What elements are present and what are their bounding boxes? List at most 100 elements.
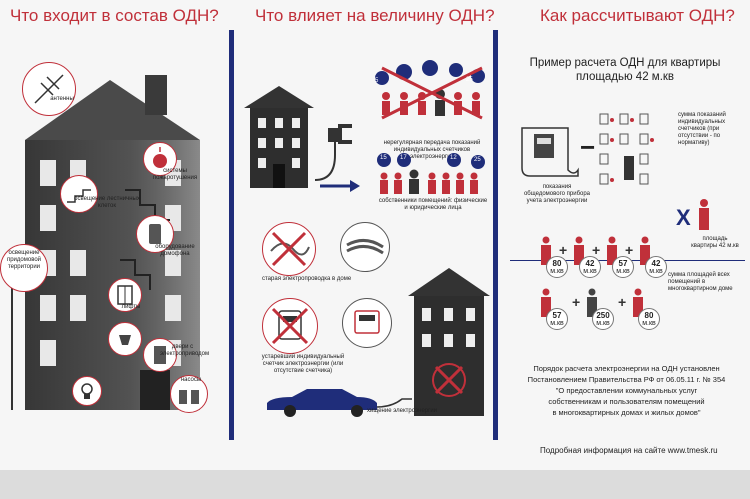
total-area-label: сумма площадей всех помещений в многоква… — [668, 272, 733, 292]
bubble-number-2: 15 — [380, 155, 387, 161]
antenna-icon — [34, 74, 64, 104]
antenna-label: антенны — [50, 96, 74, 102]
divider-left — [229, 30, 234, 440]
arrow-icon — [320, 180, 360, 192]
old-meter-label: устаревший индивидуальный счетчик электр… — [261, 354, 345, 374]
area-value: 250 — [596, 311, 610, 320]
old-wiring-label: старая электропроводка в доме — [262, 276, 352, 282]
irregular-reporting-label: нерегулярная передача показаний индивиду… — [383, 140, 481, 160]
old-meter-circle — [262, 298, 318, 354]
area-unit: м.кв — [616, 268, 630, 275]
area-value: 57 — [618, 259, 628, 268]
pumps-circle — [170, 375, 208, 413]
law-line-1: Порядок расчета электроэнергии на ОДН ус… — [533, 364, 720, 373]
owner-person-icon — [541, 288, 551, 317]
plus-sign: + — [572, 294, 581, 310]
fire-system-circle — [143, 142, 177, 176]
heading-factors: Что влияет на величину ОДН? — [255, 6, 495, 25]
area-value: 57 — [552, 311, 562, 320]
intercom-icon — [149, 224, 161, 244]
minus-sign: − — [580, 132, 596, 162]
pumps-label: насосы — [180, 377, 202, 383]
bulb-icon — [81, 383, 93, 399]
theft-building-illustration — [408, 268, 490, 416]
plus-sign: + — [592, 242, 601, 258]
owners-label: собственники помещений: физические и юри… — [378, 198, 488, 211]
new-meter-circle — [342, 298, 392, 348]
area-value: 80 — [644, 311, 654, 320]
owners-group-illustration — [377, 153, 485, 194]
law-line-2: Постановлением Правительства РФ от 06.05… — [527, 374, 726, 384]
intercom-circle — [136, 215, 174, 253]
area-value: 80 — [552, 259, 562, 268]
bubble-number-1: 25 — [466, 77, 473, 83]
divider-right — [493, 30, 498, 440]
example-title: Пример расчета ОДН для квартиры площадью… — [529, 57, 721, 84]
meter-icon — [271, 307, 309, 345]
area-value: 42 — [651, 259, 661, 268]
plus-sign: + — [618, 294, 627, 310]
area-unit: м.кв — [550, 320, 564, 327]
owner-person-icon — [607, 236, 617, 265]
area-unit: м.кв — [596, 320, 610, 327]
smart-meter-icon — [354, 310, 380, 334]
owner-person-icon — [587, 288, 597, 317]
poster-shadow-strip — [0, 470, 750, 499]
owner-person-icon — [640, 236, 650, 265]
common-meter-label: показания общедомового прибора учета эле… — [523, 184, 591, 204]
intercom-label: оборудование домофона — [155, 244, 195, 257]
bulb-circle — [72, 376, 102, 406]
footer-link[interactable]: Подробная информация на сайте www.tmesk.… — [540, 446, 718, 455]
fire-system-label: системы пожаротушения — [152, 168, 198, 181]
multiply-sign: X — [676, 205, 691, 230]
owner-person-icon — [633, 288, 643, 317]
bubble-number-5: 25 — [474, 157, 481, 163]
owner-person-icon — [574, 236, 584, 265]
plug-icon — [314, 124, 352, 181]
small-building-icon — [244, 86, 314, 188]
owner-person-icon — [541, 236, 551, 265]
heading-composition: Что входит в состав ОДН? — [10, 6, 219, 25]
individual-meters-grid — [599, 113, 654, 185]
bubble-number-0: 5 — [375, 78, 379, 84]
bubble-number-3: 17 — [400, 155, 407, 161]
elevator-circle — [108, 278, 142, 312]
area-unit: м.кв — [649, 268, 663, 275]
bubble-number-4: 12 — [450, 155, 457, 161]
doors-label: двери с электроприводом — [160, 344, 210, 357]
apartment-area-label: площадь квартиры 42 м.кв — [691, 236, 739, 249]
stairs-icon — [67, 189, 91, 203]
law-line-4: собственникам и пользователям помещений — [548, 396, 705, 406]
poster: Что входит в состав ОДН? Что влияет на в… — [0, 0, 750, 470]
yard-light-circle — [0, 244, 48, 292]
area-unit: м.кв — [583, 268, 597, 275]
car-icon — [267, 389, 412, 417]
lamp-circle — [108, 322, 142, 356]
plus-sign: + — [559, 242, 568, 258]
elevator-label: лифты — [121, 304, 141, 310]
pump-icon — [179, 390, 199, 404]
area-value: 42 — [585, 259, 595, 268]
elevator-icon — [117, 285, 133, 305]
new-wiring-circle — [340, 222, 390, 272]
area-unit: м.кв — [642, 320, 656, 327]
plus-sign: + — [625, 242, 634, 258]
door-icon — [154, 346, 166, 364]
common-meter-icon — [521, 127, 579, 177]
law-line-3: "О предоставлении коммунальных услуг — [555, 385, 698, 395]
doors-circle — [143, 338, 177, 372]
person-icon — [699, 199, 709, 230]
lamp-icon — [119, 335, 131, 345]
stairs-label: освещение лестничных клеток — [74, 196, 140, 209]
fire-alarm-icon — [153, 147, 167, 168]
area-unit: м.кв — [550, 268, 564, 275]
stairs-circle — [60, 175, 98, 213]
yard-light-label: освещение придомовой территории — [6, 250, 42, 270]
